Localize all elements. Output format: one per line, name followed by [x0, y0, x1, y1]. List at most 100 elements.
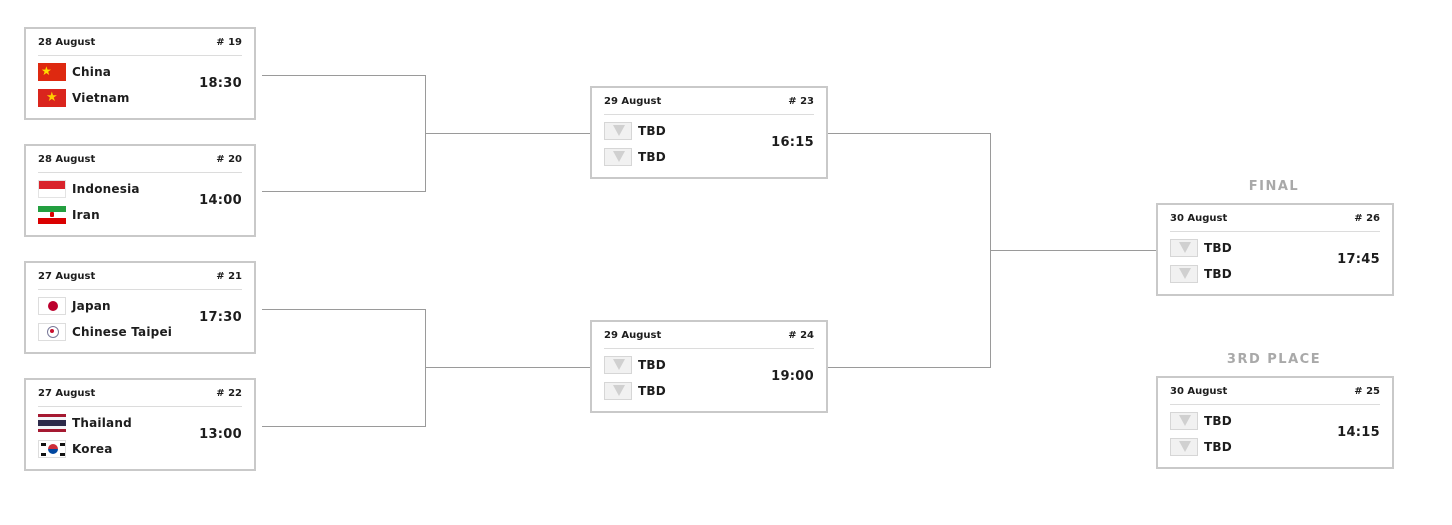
team-row: TBD	[1170, 438, 1232, 456]
korea-flag-icon	[38, 440, 66, 458]
match-time: 17:45	[1337, 252, 1380, 267]
bracket-connector	[828, 133, 991, 134]
match-header: 29 August # 24	[604, 328, 814, 349]
team-name: Thailand	[72, 416, 132, 430]
match-date: 29 August	[604, 330, 662, 341]
match-header: 28 August # 19	[38, 35, 242, 56]
volleyball-placeholder-icon	[604, 382, 632, 400]
team-name: TBD	[638, 150, 666, 164]
match-number: # 20	[216, 154, 242, 165]
china-flag-icon: ★	[38, 63, 66, 81]
team-name: Chinese Taipei	[72, 325, 173, 339]
match-date: 28 August	[38, 37, 96, 48]
volleyball-placeholder-icon	[1170, 412, 1198, 430]
team-name: Korea	[72, 442, 113, 456]
match-number: # 25	[1354, 386, 1380, 397]
match-date: 27 August	[38, 388, 96, 399]
volleyball-placeholder-icon	[604, 356, 632, 374]
match-card-24[interactable]: 29 August # 24 TBD TBD 19:00	[590, 320, 828, 413]
match-card-21[interactable]: 27 August # 21 Japan Chinese Taipei 17:3…	[24, 261, 256, 354]
team-name: TBD	[638, 384, 666, 398]
match-time: 13:00	[199, 427, 242, 442]
match-card-19[interactable]: 28 August # 19 ★ China ★ Vietnam 18:30	[24, 27, 256, 120]
japan-flag-icon	[38, 297, 66, 315]
team-row: TBD	[1170, 239, 1232, 257]
chinese-taipei-flag-icon	[38, 323, 66, 341]
team-name: TBD	[638, 358, 666, 372]
team-row: TBD	[1170, 265, 1232, 283]
match-number: # 19	[216, 37, 242, 48]
bracket-connector	[262, 75, 426, 76]
team-name: TBD	[1204, 267, 1232, 281]
team-name: TBD	[1204, 440, 1232, 454]
match-card-22[interactable]: 27 August # 22 Thailand Korea 13:00	[24, 378, 256, 471]
match-time: 16:15	[771, 135, 814, 150]
volleyball-placeholder-icon	[604, 148, 632, 166]
bracket-connector	[828, 367, 991, 368]
team-name: TBD	[1204, 241, 1232, 255]
bracket-connector	[425, 309, 426, 427]
team-row: TBD	[1170, 412, 1232, 430]
bracket-connector	[425, 133, 591, 134]
match-date: 27 August	[38, 271, 96, 282]
match-header: 27 August # 21	[38, 269, 242, 290]
bracket-connector	[262, 191, 426, 192]
match-number: # 24	[788, 330, 814, 341]
team-name: Vietnam	[72, 91, 130, 105]
final-label: FINAL	[1248, 179, 1300, 194]
match-header: 30 August # 26	[1170, 211, 1380, 232]
match-date: 30 August	[1170, 213, 1228, 224]
bracket-connector	[425, 367, 591, 368]
match-number: # 22	[216, 388, 242, 399]
match-date: 28 August	[38, 154, 96, 165]
team-row: TBD	[604, 148, 666, 166]
vietnam-flag-icon: ★	[38, 89, 66, 107]
team-row: TBD	[604, 122, 666, 140]
match-time: 14:00	[199, 193, 242, 208]
team-row: Chinese Taipei	[38, 323, 172, 341]
team-name: Iran	[72, 208, 100, 222]
match-header: 28 August # 20	[38, 152, 242, 173]
team-name: TBD	[1204, 414, 1232, 428]
volleyball-placeholder-icon	[1170, 438, 1198, 456]
bracket-connector	[990, 250, 1157, 251]
team-row: Thailand	[38, 414, 132, 432]
team-row: TBD	[604, 382, 666, 400]
volleyball-placeholder-icon	[1170, 239, 1198, 257]
team-row: Iran	[38, 206, 100, 224]
team-name: TBD	[638, 124, 666, 138]
match-time: 19:00	[771, 369, 814, 384]
match-time: 17:30	[199, 310, 242, 325]
iran-flag-icon	[38, 206, 66, 224]
match-card-23[interactable]: 29 August # 23 TBD TBD 16:15	[590, 86, 828, 179]
match-number: # 21	[216, 271, 242, 282]
team-name: China	[72, 65, 112, 79]
match-header: 29 August # 23	[604, 94, 814, 115]
volleyball-placeholder-icon	[604, 122, 632, 140]
team-row: Korea	[38, 440, 113, 458]
match-card-26[interactable]: 30 August # 26 TBD TBD 17:45	[1156, 203, 1394, 296]
match-date: 29 August	[604, 96, 662, 107]
team-name: Japan	[72, 299, 111, 313]
match-time: 18:30	[199, 76, 242, 91]
bracket-connector	[262, 426, 426, 427]
match-header: 30 August # 25	[1170, 384, 1380, 405]
team-row: ★ China	[38, 63, 111, 81]
indonesia-flag-icon	[38, 180, 66, 198]
team-row: Indonesia	[38, 180, 140, 198]
team-row: TBD	[604, 356, 666, 374]
team-row: Japan	[38, 297, 111, 315]
match-date: 30 August	[1170, 386, 1228, 397]
match-time: 14:15	[1337, 425, 1380, 440]
volleyball-placeholder-icon	[1170, 265, 1198, 283]
third-place-label: 3RD PLACE	[1226, 352, 1322, 367]
team-row: ★ Vietnam	[38, 89, 130, 107]
match-number: # 23	[788, 96, 814, 107]
bracket-connector	[262, 309, 426, 310]
team-name: Indonesia	[72, 182, 140, 196]
match-card-25[interactable]: 30 August # 25 TBD TBD 14:15	[1156, 376, 1394, 469]
match-number: # 26	[1354, 213, 1380, 224]
thailand-flag-icon	[38, 414, 66, 432]
match-header: 27 August # 22	[38, 386, 242, 407]
match-card-20[interactable]: 28 August # 20 Indonesia Iran 14:00	[24, 144, 256, 237]
